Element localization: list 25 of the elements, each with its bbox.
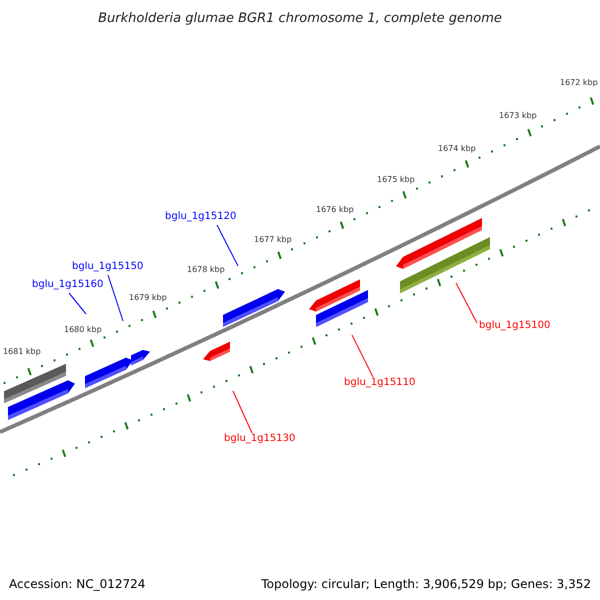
position-label: 1678 kbp bbox=[187, 265, 225, 275]
position-label: 1675 kbp bbox=[377, 175, 415, 185]
leader-line bbox=[456, 282, 478, 324]
position-label: 1681 kbp bbox=[3, 347, 41, 357]
accession-text: Accession: NC_012724 bbox=[9, 576, 146, 593]
gene-label: bglu_1g15150 bbox=[72, 261, 144, 273]
gene-label: bglu_1g15110 bbox=[344, 377, 416, 389]
position-label: 1676 kbp bbox=[316, 205, 354, 215]
position-label: 1677 kbp bbox=[254, 235, 292, 245]
leader-line bbox=[216, 224, 238, 266]
gene-label: bglu_1g15120 bbox=[165, 211, 236, 223]
leader-line bbox=[108, 274, 124, 322]
position-label: 1672 kbp bbox=[560, 78, 598, 88]
position-label: 1679 kbp bbox=[129, 293, 167, 303]
leader-line bbox=[352, 334, 374, 378]
gene-label: bglu_1g15130 bbox=[224, 433, 296, 445]
gene-label: bglu_1g15100 bbox=[479, 320, 550, 332]
leader-line bbox=[232, 390, 252, 434]
gene-label: bglu_1g15160 bbox=[32, 279, 104, 291]
position-label: 1680 kbp bbox=[64, 325, 102, 335]
title: Burkholderia glumae BGR1 chromosome 1, complete genome bbox=[97, 10, 503, 28]
genome-info-text: Topology: circular; Length: 3,906,529 bp; Genes: 3,352 bbox=[261, 576, 591, 593]
position-label: 1674 kbp bbox=[438, 144, 476, 154]
position-label: 1673 kbp bbox=[499, 111, 537, 121]
leader-line bbox=[68, 292, 86, 314]
